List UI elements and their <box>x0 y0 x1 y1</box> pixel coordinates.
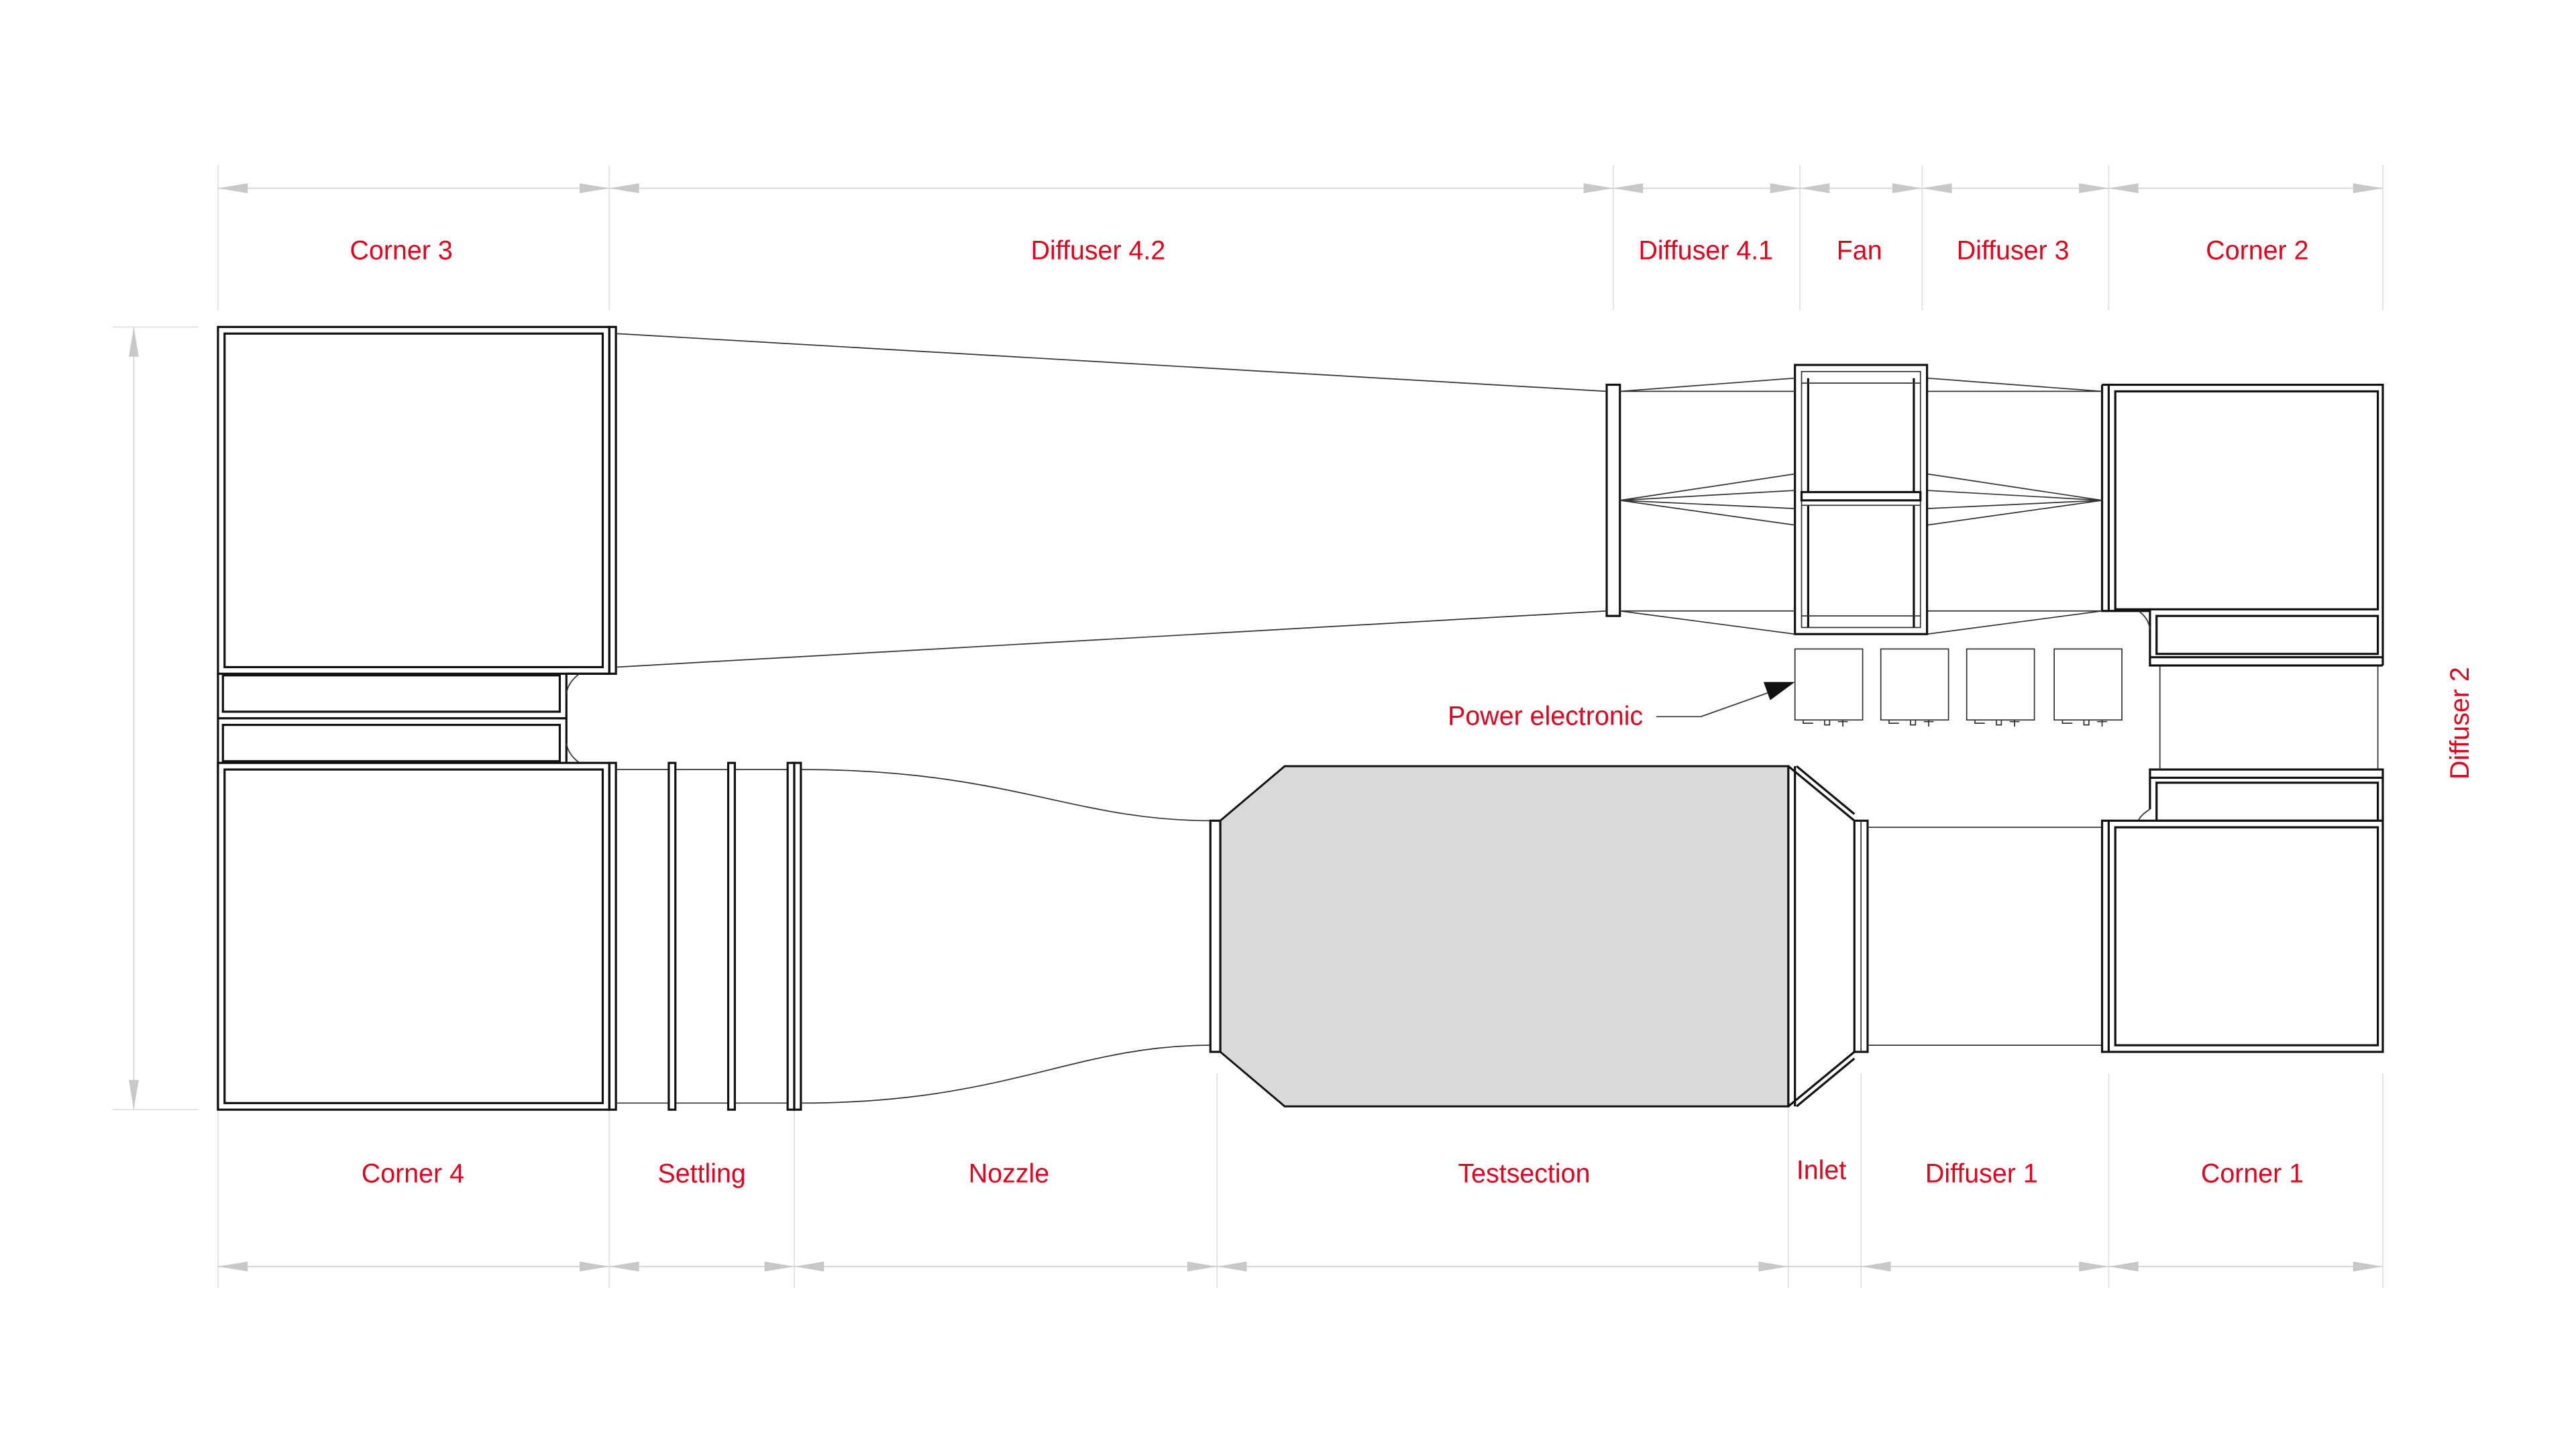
diffuser-3 <box>1927 377 2102 635</box>
label-corner-1: Corner 1 <box>2201 1159 2304 1188</box>
label-corner-4: Corner 4 <box>362 1159 464 1188</box>
diffuser-1 <box>1868 826 2102 1046</box>
power-electronics <box>1794 648 2123 727</box>
inlet <box>1787 765 1869 1108</box>
diffuser-4-2 <box>616 333 1607 668</box>
corner-2 <box>2100 383 2384 667</box>
label-nozzle: Nozzle <box>969 1159 1049 1188</box>
label-fan: Fan <box>1837 235 1882 265</box>
testsection <box>1209 765 1790 1108</box>
label-inlet: Inlet <box>1796 1156 1846 1185</box>
corner-1 <box>2100 768 2384 1053</box>
top-dimension-line <box>217 183 2383 193</box>
settling-chamber <box>616 761 802 1111</box>
nozzle <box>800 769 1211 1104</box>
label-diffuser-4-2: Diffuser 4.2 <box>1031 235 1166 265</box>
fan <box>1794 364 1929 635</box>
label-power-electronic: Power electronic <box>1448 702 1643 731</box>
label-diffuser-4-1: Diffuser 4.1 <box>1638 235 1773 265</box>
diffuser-4-1 <box>1605 377 1795 635</box>
diffuser-2 <box>2159 665 2379 770</box>
corner-4 <box>217 761 617 1111</box>
corner-3 <box>217 325 617 1110</box>
label-corner-3: Corner 3 <box>350 235 453 265</box>
power-electronic-unit <box>1794 648 1864 727</box>
power-electronic-callout-arrow <box>1656 682 1795 718</box>
label-diffuser-1: Diffuser 1 <box>1925 1159 2038 1188</box>
power-electronic-unit <box>1880 648 1949 727</box>
label-settling: Settling <box>657 1159 745 1188</box>
power-electronic-unit <box>1966 648 2035 727</box>
extension-lines <box>112 165 2383 1288</box>
label-corner-2: Corner 2 <box>2206 235 2308 265</box>
label-testsection: Testsection <box>1458 1159 1591 1188</box>
height-dimension-line <box>129 327 139 1110</box>
label-diffuser-3: Diffuser 3 <box>1957 235 2070 265</box>
bottom-dimension-line <box>217 1261 2383 1272</box>
power-electronic-unit <box>2053 648 2123 727</box>
label-diffuser-2: Diffuser 2 <box>2445 667 2475 780</box>
